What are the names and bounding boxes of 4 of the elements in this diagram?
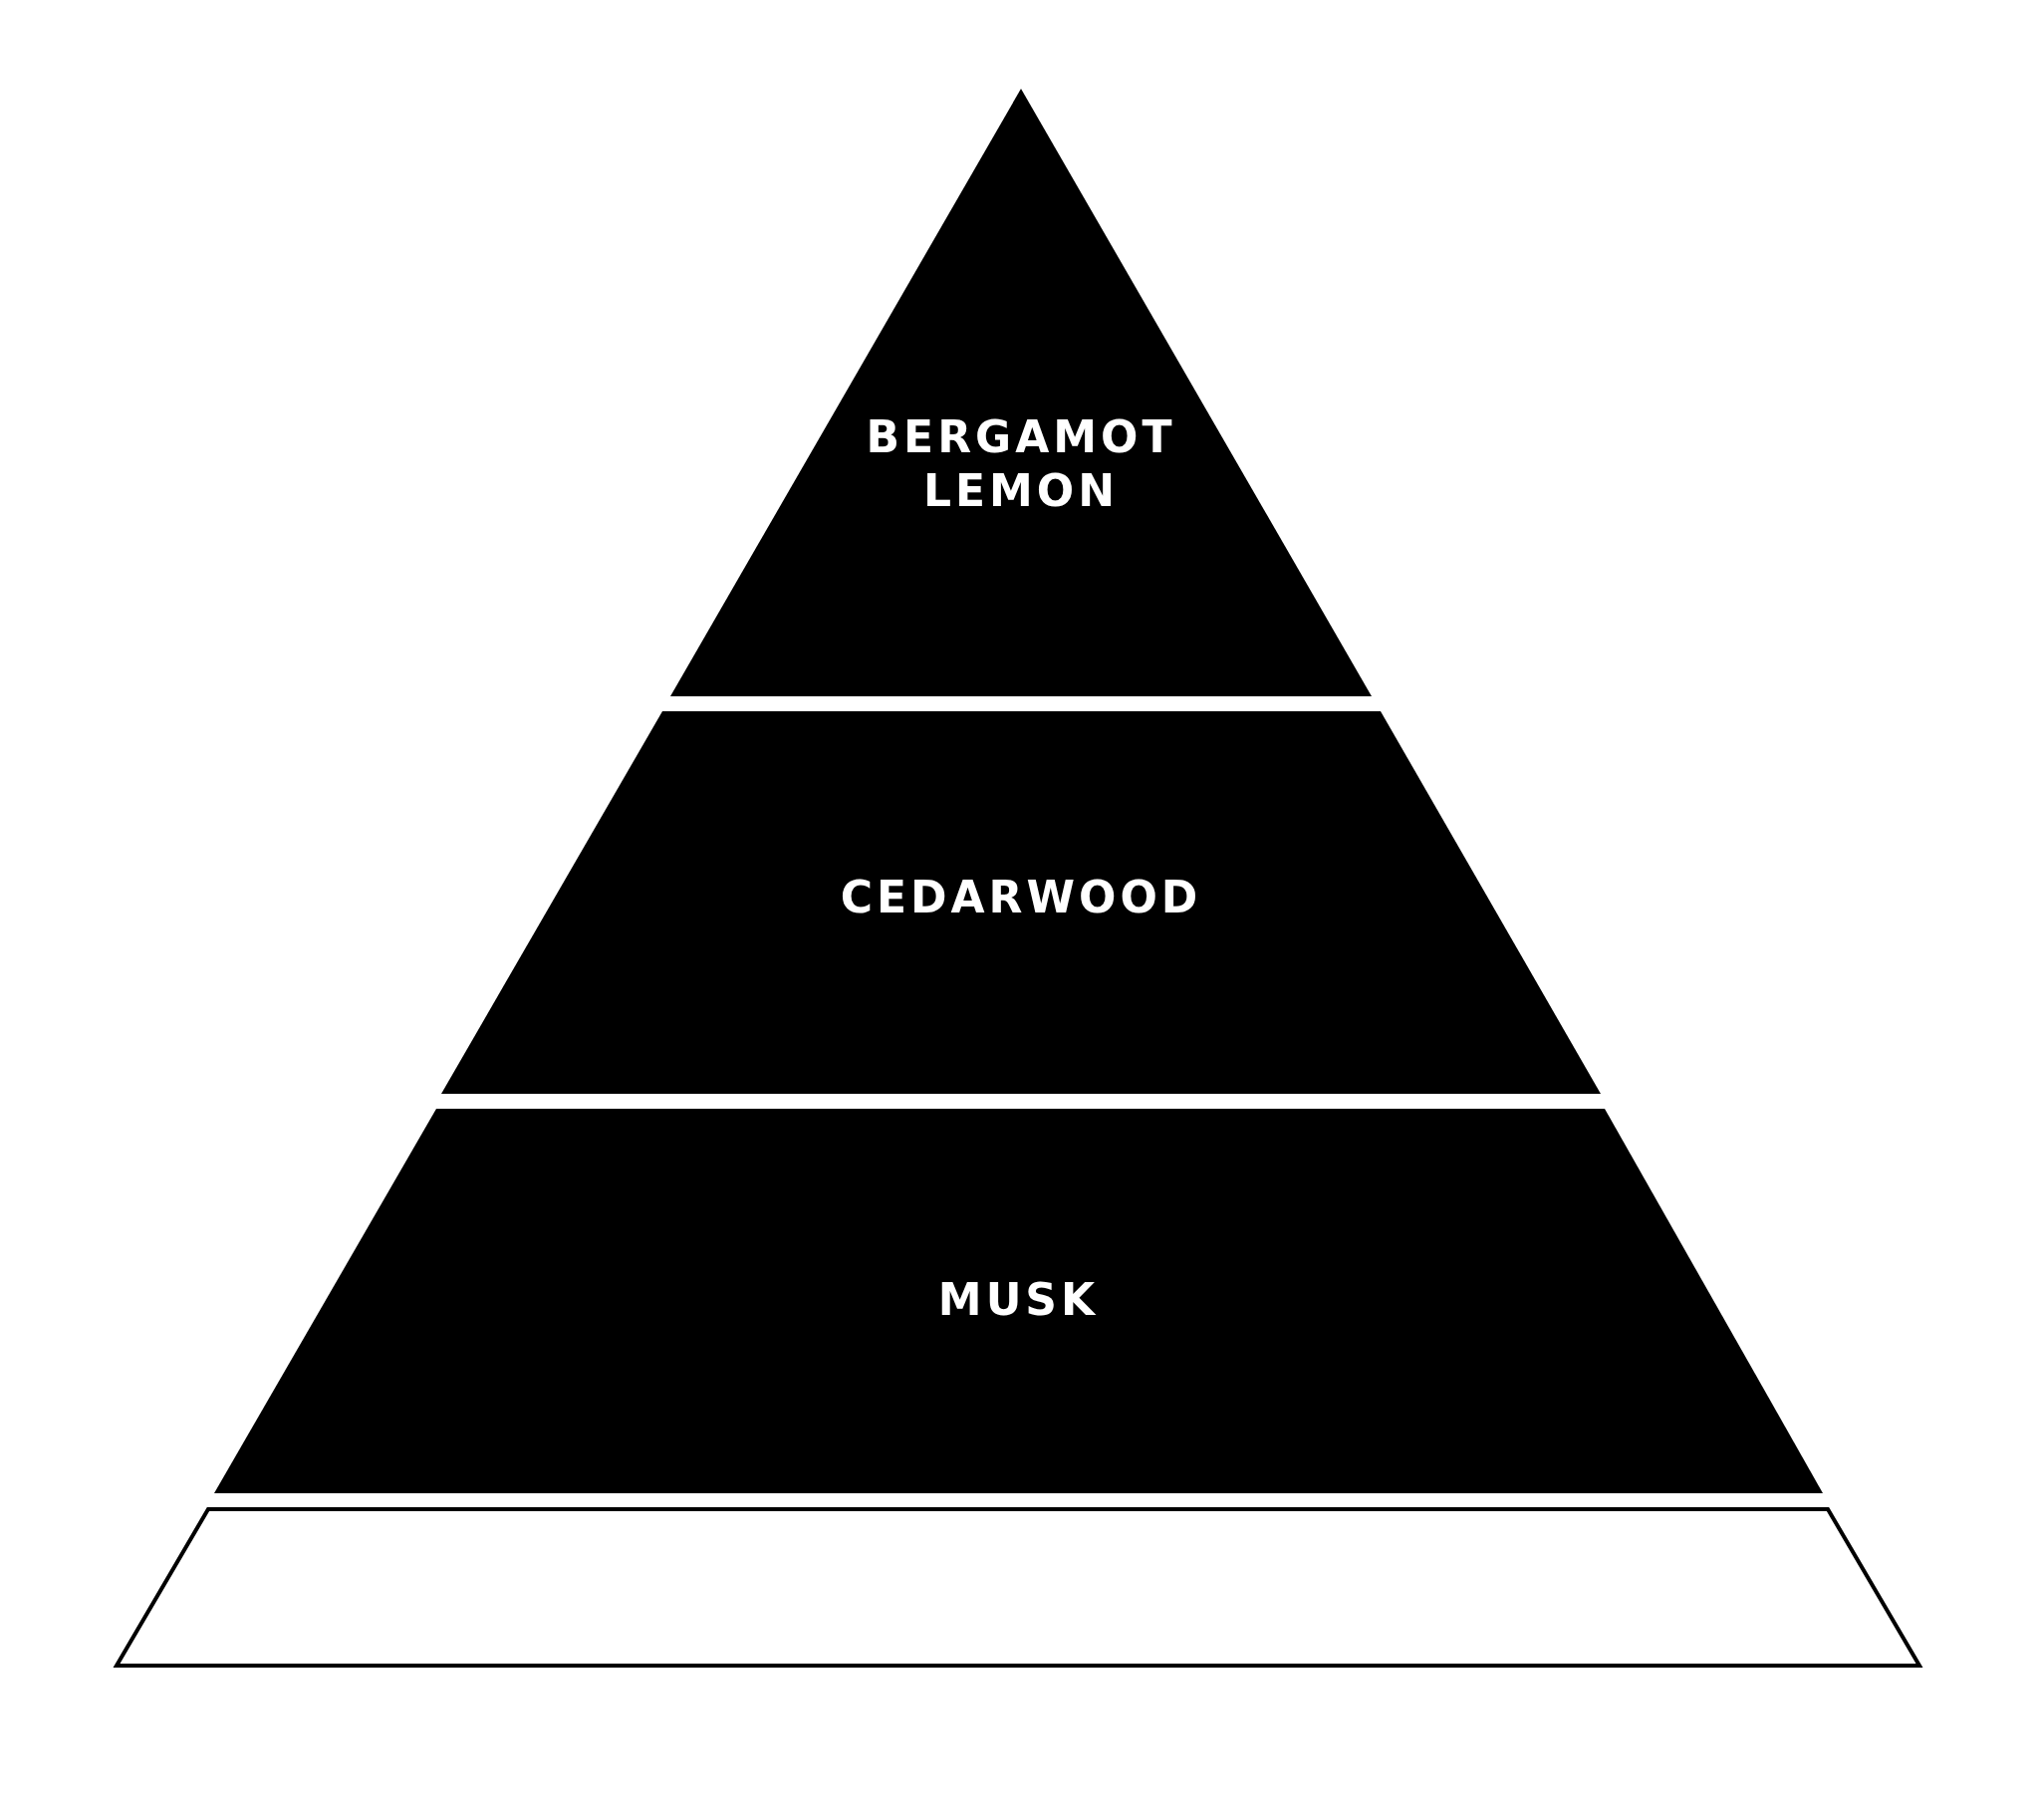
note-label: CEDARWOOD [840, 871, 1202, 924]
note-label: LEMON [922, 464, 1120, 518]
note-label: BERGAMOT [866, 410, 1176, 464]
note-label: MUSK [937, 1273, 1100, 1327]
